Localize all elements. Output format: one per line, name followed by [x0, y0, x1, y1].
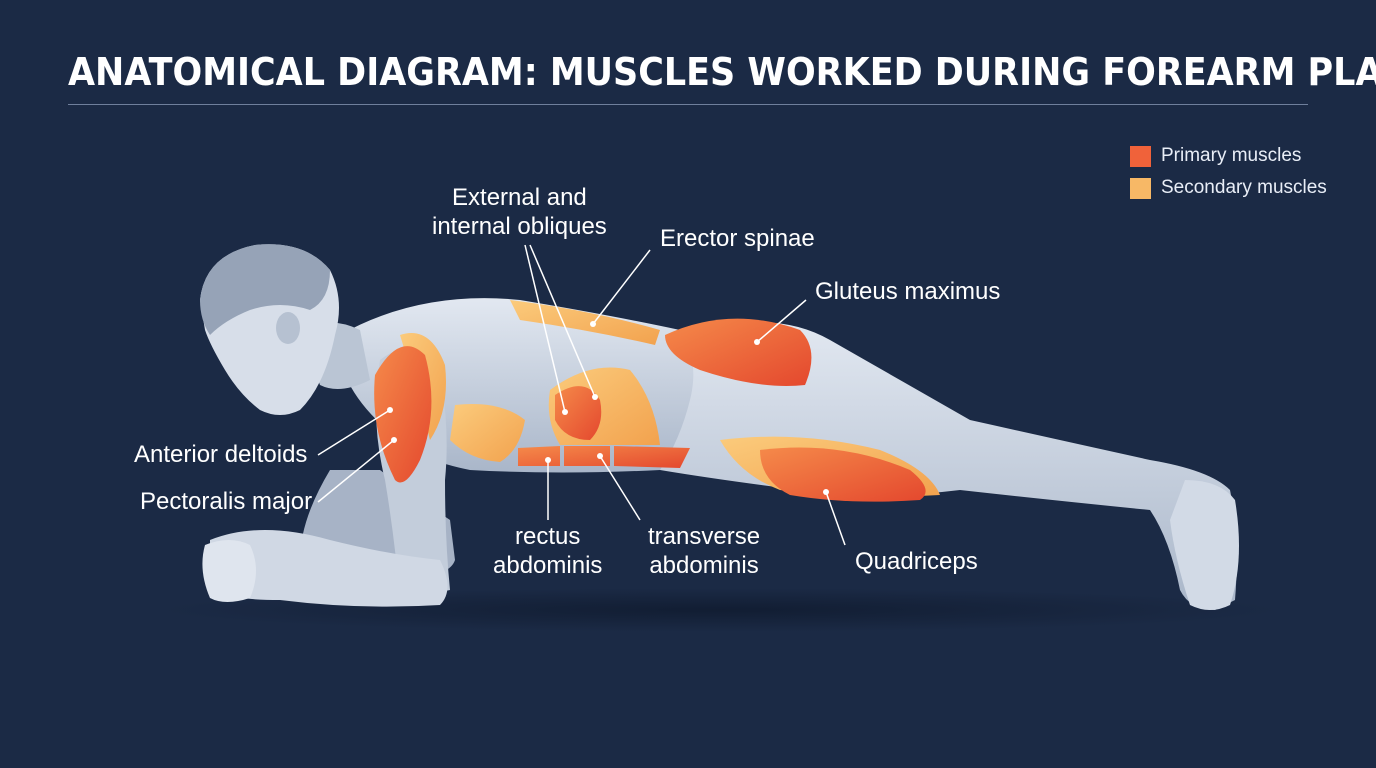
leader-erector [592, 249, 651, 325]
label-transverse: transverse abdominis [648, 523, 761, 579]
leader-obliques-1 [524, 244, 566, 413]
legend-item-primary: Primary muscles [1130, 140, 1327, 172]
primary-swatch [1130, 145, 1151, 167]
title-divider [68, 104, 1308, 105]
front-forearm [210, 530, 448, 607]
leader-gluteus [756, 299, 807, 343]
deltoid-muscle [374, 346, 432, 483]
leader-deltoids [317, 409, 391, 456]
leader-obliques-2 [529, 244, 596, 398]
secondary-swatch [1130, 177, 1151, 199]
dot-erector [590, 321, 596, 327]
leader-pectoralis [317, 439, 395, 503]
leader-transverse [599, 455, 641, 521]
leader-lines [317, 244, 846, 546]
erector-spinae-muscle [510, 300, 660, 345]
leader-dots [387, 321, 829, 495]
dot-rectus [545, 457, 551, 463]
label-erector: Erector spinae [660, 225, 815, 252]
hair [200, 244, 330, 335]
legs [650, 322, 1237, 610]
foot [1170, 480, 1239, 610]
quadriceps-muscle [760, 447, 926, 502]
label-deltoids: Anterior deltoids [134, 441, 308, 468]
label-gluteus: Gluteus maximus [815, 278, 1001, 305]
dot-quadriceps [823, 489, 829, 495]
fist [202, 540, 256, 602]
legend-label-secondary: Secondary muscles [1161, 177, 1327, 198]
transverse-muscle [555, 386, 602, 440]
legend-item-secondary: Secondary muscles [1130, 172, 1327, 204]
serratus-muscle [450, 404, 525, 462]
dot-deltoids [387, 407, 393, 413]
legend: Primary muscles Secondary muscles [1130, 140, 1327, 204]
page-title: ANATOMICAL DIAGRAM: MUSCLES WORKED DURIN… [68, 50, 1376, 94]
gluteus-muscle [665, 318, 812, 386]
label-pectoralis: Pectoralis major [140, 488, 313, 515]
leader-quadriceps [825, 491, 846, 546]
ear [276, 312, 300, 344]
label-quadriceps: Quadriceps [855, 548, 978, 575]
dot-pectoralis [391, 437, 397, 443]
rectus-muscle [518, 446, 690, 468]
dot-gluteus [754, 339, 760, 345]
dot-obliques-1 [562, 409, 568, 415]
dot-transverse [597, 453, 603, 459]
dot-obliques-2 [592, 394, 598, 400]
label-rectus: rectus abdominis [493, 523, 603, 579]
label-obliques: External and internal obliques [432, 184, 607, 240]
legend-label-primary: Primary muscles [1161, 145, 1302, 166]
